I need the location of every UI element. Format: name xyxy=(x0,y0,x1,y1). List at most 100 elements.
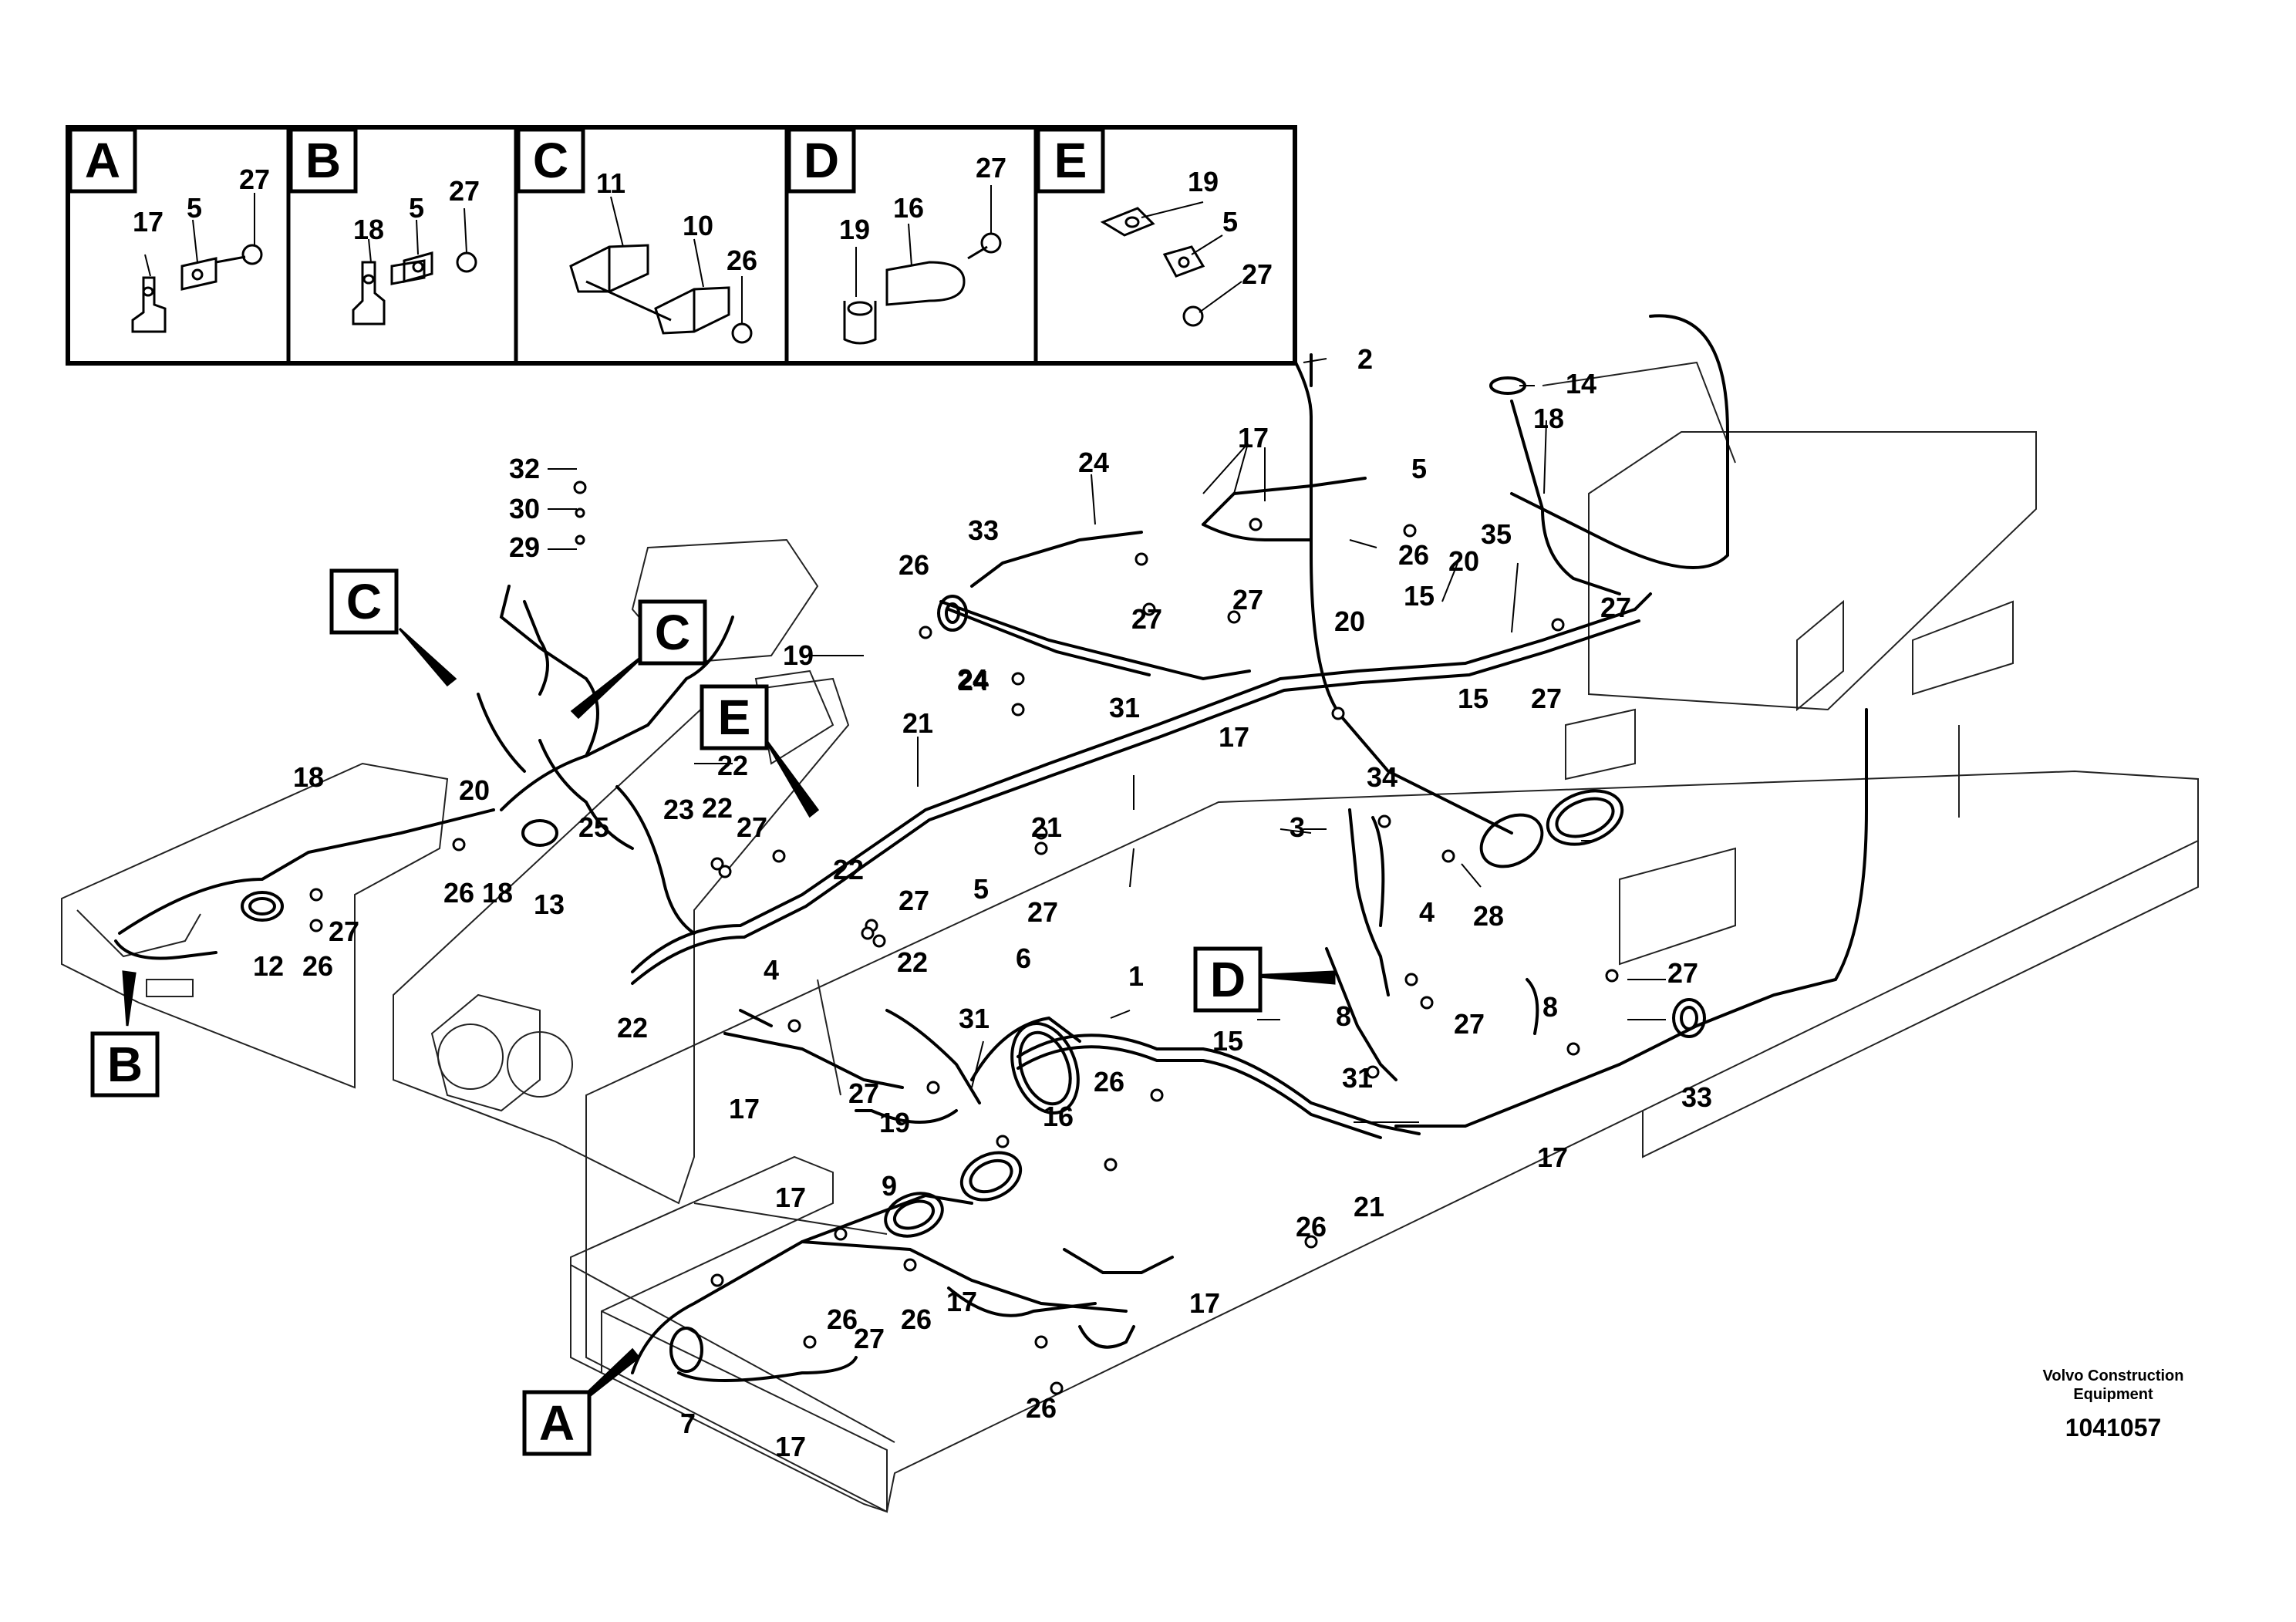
callout-number: 18 xyxy=(293,761,324,793)
callout-number: 9 xyxy=(882,1170,897,1202)
callout-number: 17 xyxy=(1219,721,1249,753)
callout-number: 22 xyxy=(717,750,748,781)
panel-e-part-number: 27 xyxy=(1242,258,1273,290)
reference-box xyxy=(700,684,769,750)
callout-number: 21 xyxy=(1354,1191,1384,1222)
panel-a-parts xyxy=(131,193,263,333)
callout-number: 27 xyxy=(1131,603,1162,635)
callout-number: 8 xyxy=(1336,1000,1351,1032)
reference-box xyxy=(638,599,707,666)
callout-number: 27 xyxy=(848,1077,879,1109)
callout-number: 26 xyxy=(1094,1066,1124,1098)
fasteners xyxy=(309,481,1619,1395)
callout-number: 4 xyxy=(1419,896,1435,928)
callout-number: 14 xyxy=(1566,368,1596,400)
callout-number: 26 xyxy=(1026,1392,1057,1424)
callout-number: 27 xyxy=(1667,957,1698,989)
panel-b-part-number: 18 xyxy=(353,214,384,245)
callout-number: 13 xyxy=(534,889,565,920)
callout-number: 4 xyxy=(764,954,779,986)
company-line-2: Equipment xyxy=(2073,1386,2153,1403)
callout-number: 20 xyxy=(1334,605,1365,637)
reference-box-label: E xyxy=(718,690,751,745)
callout-number: 31 xyxy=(959,1003,990,1034)
panel-d-parts xyxy=(843,185,1002,345)
panel-b-parts xyxy=(352,207,477,325)
callout-number: 33 xyxy=(968,514,999,546)
callout-number: 26 xyxy=(443,877,474,909)
detail-panels-frame xyxy=(66,125,1297,366)
callout-number: 21 xyxy=(902,707,933,739)
callout-number: 28 xyxy=(1473,900,1504,932)
callout-number: 7 xyxy=(680,1408,696,1439)
callout-number: 29 xyxy=(509,531,540,563)
callout-number: 17 xyxy=(1189,1287,1220,1319)
callout-number: 26 xyxy=(899,549,929,581)
callout-number: 18 xyxy=(482,877,513,909)
callout-number: 32 xyxy=(509,453,540,484)
callout-number: 17 xyxy=(946,1286,977,1317)
callout-number: 27 xyxy=(1600,592,1631,623)
callout-number: 27 xyxy=(1531,683,1562,714)
callout-number: 15 xyxy=(1212,1025,1243,1057)
callout-number: 22 xyxy=(897,946,928,978)
callout-number: 22 xyxy=(702,792,733,824)
callout-number: 23 xyxy=(663,794,694,825)
callout-number: 15 xyxy=(1404,580,1435,612)
company-line-1: Volvo Construction xyxy=(2043,1367,2184,1384)
reference-pointers xyxy=(122,627,1336,1425)
callout-number: 30 xyxy=(509,493,540,524)
panel-e-part-number: 19 xyxy=(1188,166,1219,197)
callout-number: 17 xyxy=(729,1093,760,1125)
callout-number: 6 xyxy=(1016,943,1031,974)
reference-box-label: C xyxy=(346,574,382,629)
callout-number: 26 xyxy=(302,950,333,982)
callout-number: 22 xyxy=(833,854,864,885)
drawing-id: 1041057 xyxy=(2065,1414,2162,1442)
callout-number: 1 xyxy=(1128,960,1144,992)
callout-number: 20 xyxy=(459,774,490,806)
panel-e-part-number: 5 xyxy=(1222,206,1238,238)
callout-number: 24 xyxy=(1078,447,1109,478)
callout-number: 26 xyxy=(1296,1211,1327,1243)
callout-number: 8 xyxy=(1542,991,1558,1023)
callout-number: 3 xyxy=(1290,811,1305,843)
callout-number: 26 xyxy=(827,1303,858,1335)
panel-d-part-number: 27 xyxy=(976,152,1006,184)
callout-number: 34 xyxy=(1367,761,1397,793)
callout-number: 20 xyxy=(1448,545,1479,577)
callout-number: 17 xyxy=(775,1182,806,1213)
callout-number: 33 xyxy=(1681,1081,1712,1113)
callout-number: 35 xyxy=(1481,518,1512,550)
panel-letter-c: C xyxy=(533,133,568,188)
reference-box-label: A xyxy=(539,1395,575,1451)
panel-d-part-number: 19 xyxy=(839,214,870,245)
panel-e-parts xyxy=(1100,201,1242,327)
callout-number: 27 xyxy=(899,885,929,916)
callout-number: 27 xyxy=(737,811,767,843)
callout-number: 16 xyxy=(1043,1101,1074,1132)
panel-c-part-number: 10 xyxy=(683,210,713,241)
cable-harness xyxy=(114,314,1868,1382)
reference-box xyxy=(522,1390,592,1456)
callout-number: 27 xyxy=(1232,584,1263,615)
panel-c-part-number: 26 xyxy=(727,244,757,276)
callout-number: 31 xyxy=(1342,1062,1373,1094)
reference-box-label: B xyxy=(107,1037,143,1092)
machine-frame xyxy=(61,361,2199,1513)
panel-letter-d: D xyxy=(804,133,839,188)
panel-letter-e: E xyxy=(1054,133,1087,188)
callout-number: 27 xyxy=(1454,1008,1485,1040)
reference-box xyxy=(329,568,399,635)
callout-number: 18 xyxy=(1533,403,1564,434)
callout-number: 27 xyxy=(854,1323,885,1354)
callout-number: 27 xyxy=(1027,896,1058,928)
panel-b-part-number: 5 xyxy=(409,192,424,224)
panel-letter-b: B xyxy=(305,133,341,188)
panel-c-part-number: 11 xyxy=(596,167,625,199)
callout-number: 19 xyxy=(879,1107,910,1138)
